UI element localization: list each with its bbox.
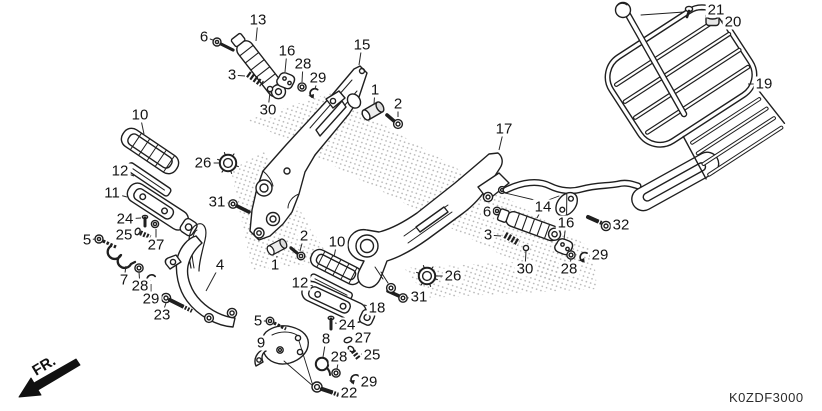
part-callout-6: 6: [197, 28, 211, 46]
part-4-heel-guard: [164, 223, 238, 328]
part-callout-5: 5: [251, 312, 265, 330]
part-callout-24: 24: [336, 316, 358, 334]
part-callout-26: 26: [192, 154, 214, 172]
part-callout-15: 15: [351, 36, 373, 54]
part-callout-18: 18: [366, 299, 388, 317]
part-callout-4: 4: [213, 256, 227, 274]
part-callout-6: 6: [480, 203, 494, 221]
part-callout-24: 24: [114, 210, 136, 228]
part-callout-14: 14: [532, 198, 554, 216]
part-callout-3: 3: [481, 226, 495, 244]
part-27-clip: [343, 336, 353, 344]
part-11-pillion-step-left: [126, 182, 198, 237]
part-23-bolt: [160, 292, 193, 313]
part-6-bolt: [212, 37, 235, 52]
fr-direction-arrow: FR.: [18, 352, 81, 398]
part-callout-29: 29: [589, 246, 611, 264]
part-3-joint-pin: [246, 71, 264, 87]
part-callout-28: 28: [558, 260, 580, 278]
part-callout-10: 10: [326, 233, 348, 251]
part-10-step-rubber: [309, 248, 363, 286]
part-27-washer: [150, 219, 160, 229]
part-callout-28: 28: [292, 55, 314, 73]
part-callout-28: 28: [328, 348, 350, 366]
part-2-bolt: [289, 246, 306, 261]
part-callout-10: 10: [129, 106, 151, 124]
part-callout-21: 21: [705, 1, 727, 19]
part-callout-1: 1: [268, 256, 282, 274]
part-callout-30: 30: [257, 101, 279, 119]
part-31-bolt: [228, 199, 251, 214]
part-callout-19: 19: [753, 75, 775, 93]
part-13-footpeg: [230, 32, 287, 100]
part-callout-27: 27: [145, 236, 167, 254]
part-callout-31: 31: [206, 193, 228, 211]
part-callout-30: 30: [514, 260, 536, 278]
part-callout-9: 9: [254, 334, 268, 352]
part-22-bolt: [311, 381, 340, 397]
part-callout-25: 25: [113, 226, 135, 244]
part-callout-23: 23: [151, 306, 173, 324]
part-21-screw: [640, 5, 694, 19]
part-callout-29: 29: [140, 290, 162, 308]
part-callout-7: 7: [117, 271, 131, 289]
part-30-steel-ball: [522, 244, 530, 252]
part-callout-27: 27: [352, 329, 374, 347]
carrier-stay-arm: [502, 151, 720, 217]
part-32-bolt: [586, 215, 612, 232]
part-19-carrier: [604, 1, 786, 180]
part-17-bracket-right: [347, 152, 510, 294]
part-10-step-rubber: [120, 127, 180, 175]
part-callout-13: 13: [247, 11, 269, 29]
part-callout-2: 2: [391, 95, 405, 113]
part-callout-26: 26: [442, 267, 464, 285]
part-5-bolt: [265, 316, 287, 331]
part-callout-29: 29: [358, 373, 380, 391]
part-callout-12: 12: [289, 274, 311, 292]
part-15-bracket-left: [249, 65, 368, 241]
part-2-bolt: [385, 113, 404, 130]
part-callout-20: 20: [722, 13, 744, 31]
part-callout-2: 2: [297, 227, 311, 245]
part-25-bolt: [134, 227, 152, 240]
part-callout-25: 25: [361, 346, 383, 364]
part-callout-22: 22: [338, 384, 360, 402]
part-callout-1: 1: [368, 81, 382, 99]
part-9-bracket-front: [254, 325, 314, 387]
part-7-spring: [106, 244, 137, 270]
part-callout-16: 16: [276, 42, 298, 60]
part-24-screw: [141, 214, 149, 228]
part-callout-3: 3: [225, 66, 239, 84]
part-8-clamp: [314, 356, 331, 376]
part-callout-5: 5: [80, 231, 94, 249]
part-callout-17: 17: [493, 120, 515, 138]
part-callout-11: 11: [102, 184, 122, 202]
part-callout-16: 16: [555, 214, 577, 232]
part-callout-31: 31: [408, 288, 430, 306]
part-callout-32: 32: [610, 216, 632, 234]
part-14-footpeg: [496, 208, 562, 242]
diagram-code: K0ZDF3000: [729, 390, 804, 405]
part-25-bolt: [347, 345, 361, 361]
part-callout-29: 29: [307, 69, 329, 87]
part-3-joint-pin: [503, 232, 521, 246]
part-callout-8: 8: [319, 330, 333, 348]
part-24-screw: [327, 315, 335, 331]
part-callout-12: 12: [109, 162, 131, 180]
part-callout-28: 28: [129, 277, 151, 295]
part-30-steel-ball: [266, 85, 274, 93]
